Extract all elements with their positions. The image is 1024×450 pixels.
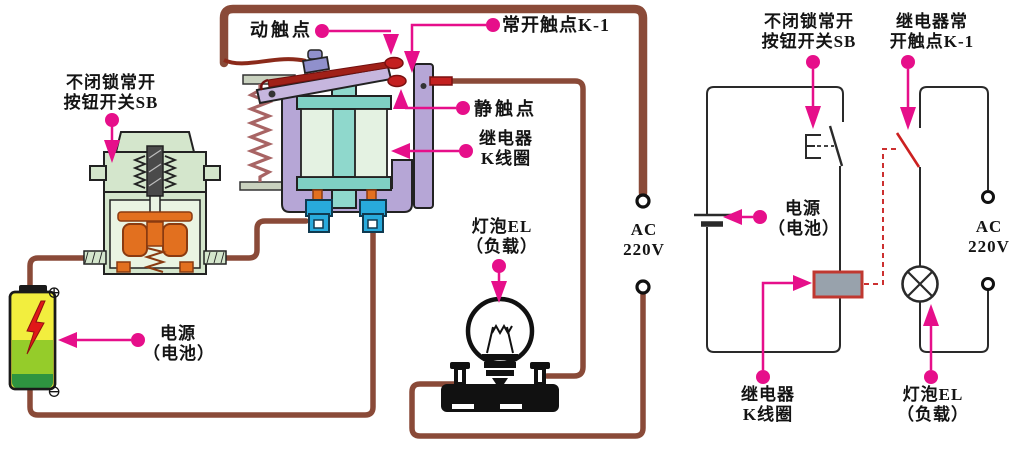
leader-lines-right xyxy=(723,55,939,384)
label-bulb-left: 灯泡EL （负载） xyxy=(466,217,538,257)
battery-pictorial xyxy=(8,285,57,391)
label-bulb-right: 灯泡EL （负载） xyxy=(897,385,969,425)
label-ac-left: AC 220V xyxy=(623,220,665,260)
moving-contact xyxy=(384,56,404,70)
leader-lines-left xyxy=(58,18,507,348)
battery-minus-symbol: ⊖ xyxy=(47,382,62,401)
schematic-relay-coil xyxy=(812,270,864,299)
label-ac-right: AC 220V xyxy=(968,217,1010,257)
push-button-switch-pictorial xyxy=(83,131,227,275)
label-push-button-left: 不闭锁常开 按钮开关SB xyxy=(63,73,159,113)
label-relay-coil-left: 继电器 K线圈 xyxy=(479,129,533,169)
lightning-icon xyxy=(26,300,46,355)
relay-linkage-dashed xyxy=(864,148,896,285)
label-relay-contact-right: 继电器常 开触点K-1 xyxy=(889,12,975,52)
relay-pictorial xyxy=(239,49,453,233)
wires-brown xyxy=(27,78,646,439)
schematic-load-loop xyxy=(895,86,989,353)
relay-contact-blade xyxy=(895,132,921,168)
static-contact-post xyxy=(413,63,434,209)
label-no-contact-k1: 常开触点K-1 xyxy=(502,15,610,35)
label-relay-coil-right: 继电器 K线圈 xyxy=(741,385,795,425)
ac-terminal-top-right xyxy=(981,190,995,204)
ac-terminal-bottom xyxy=(635,279,651,295)
battery-plus-symbol: ⊕ xyxy=(47,283,62,302)
label-power-right: 电源 （电池） xyxy=(768,199,840,239)
static-contact xyxy=(387,74,407,88)
label-static-contact: 静触点 xyxy=(474,99,537,119)
schematic-control-loop xyxy=(694,86,844,353)
ac-terminal-top xyxy=(635,193,651,209)
ac-terminal-bottom-right xyxy=(981,277,995,291)
armature-lead-wire xyxy=(223,57,307,66)
label-push-button-right: 不闭锁常开 按钮开关SB xyxy=(761,12,857,52)
wire-top-loop xyxy=(219,4,648,198)
label-power-left: 电源 （电池） xyxy=(143,324,215,364)
relay-coil-winding xyxy=(300,108,334,178)
relay-coil-winding xyxy=(354,108,388,178)
relay-terminal-lugs xyxy=(305,199,387,233)
label-moving-contact: 动触点 xyxy=(250,20,313,40)
bulb-pictorial xyxy=(441,296,559,412)
